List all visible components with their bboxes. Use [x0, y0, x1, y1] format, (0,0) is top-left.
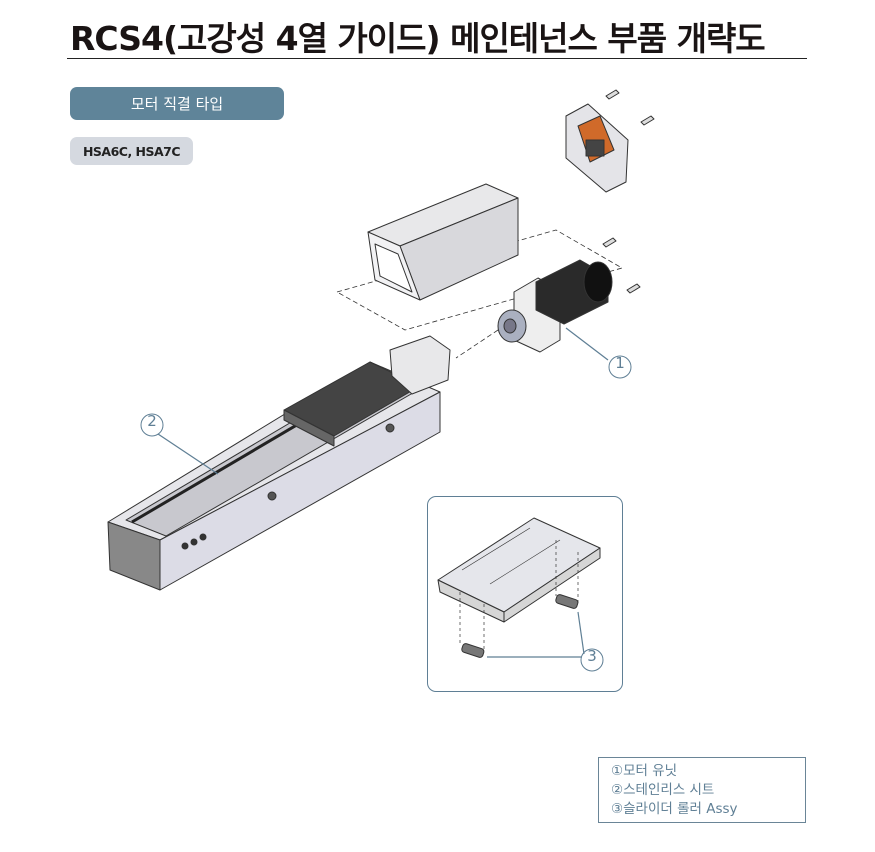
end-cover [565, 103, 629, 193]
cover-dashed-outline [336, 229, 623, 331]
slider-detail-inset [427, 496, 623, 692]
title-divider [67, 58, 807, 59]
legend-item: ①모터 유닛 [611, 763, 678, 779]
rollers [461, 594, 579, 658]
legend-item: ③슬라이더 롤러 Assy [611, 801, 738, 817]
type-badge: 모터 직결 타입 [70, 87, 284, 120]
motor-cover [367, 183, 519, 301]
callout-1: ①1 [615, 354, 625, 372]
slider-roller-assy [437, 517, 601, 623]
callout-circles [140, 355, 632, 672]
motor-unit [497, 259, 613, 353]
model-badge: HSA6C, HSA7C [70, 137, 193, 165]
leader-lines [157, 327, 609, 658]
callout-2: ②2 [147, 412, 157, 430]
page-title: RCS4(고강성 4열 가이드) 메인테넌스 부품 개략도 [70, 19, 766, 58]
screws [602, 89, 655, 294]
legend-item: ②스테인리스 시트 [611, 782, 715, 798]
actuator-body [107, 335, 451, 591]
callout-3: ③3 [587, 647, 597, 665]
parts-legend: ①모터 유닛 ②스테인리스 시트 ③슬라이더 롤러 Assy [598, 757, 806, 823]
